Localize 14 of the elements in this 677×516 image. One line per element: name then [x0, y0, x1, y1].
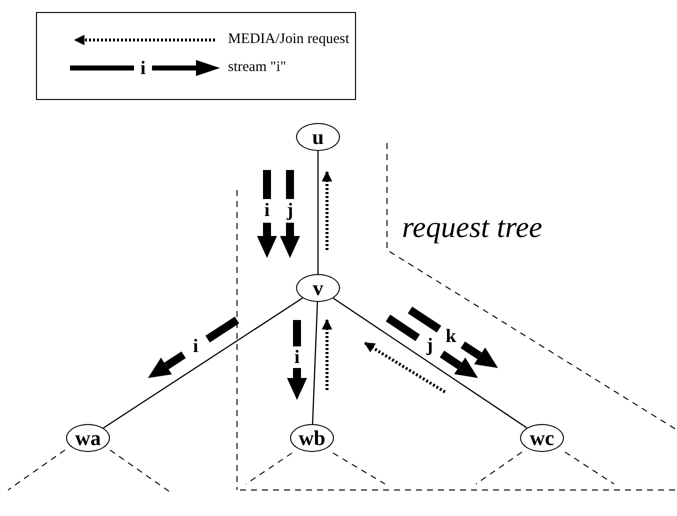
connector-line: [317, 151, 319, 274]
connector-line: [312, 302, 318, 424]
node-ellipse: wa: [66, 424, 110, 452]
stream-label: j: [426, 336, 434, 356]
legend-text: MEDIA/Join request: [228, 32, 350, 46]
node-ellipse: u: [296, 123, 340, 151]
node-ellipse: wb: [290, 424, 334, 452]
stream-label: j: [286, 201, 294, 220]
node-ellipse: wc: [520, 424, 564, 452]
connector-line: [103, 298, 303, 428]
region-label: request tree: [402, 213, 542, 243]
connector-line: [332, 298, 528, 428]
legend-text: stream "i": [228, 60, 286, 74]
node-ellipse: v: [296, 274, 340, 302]
